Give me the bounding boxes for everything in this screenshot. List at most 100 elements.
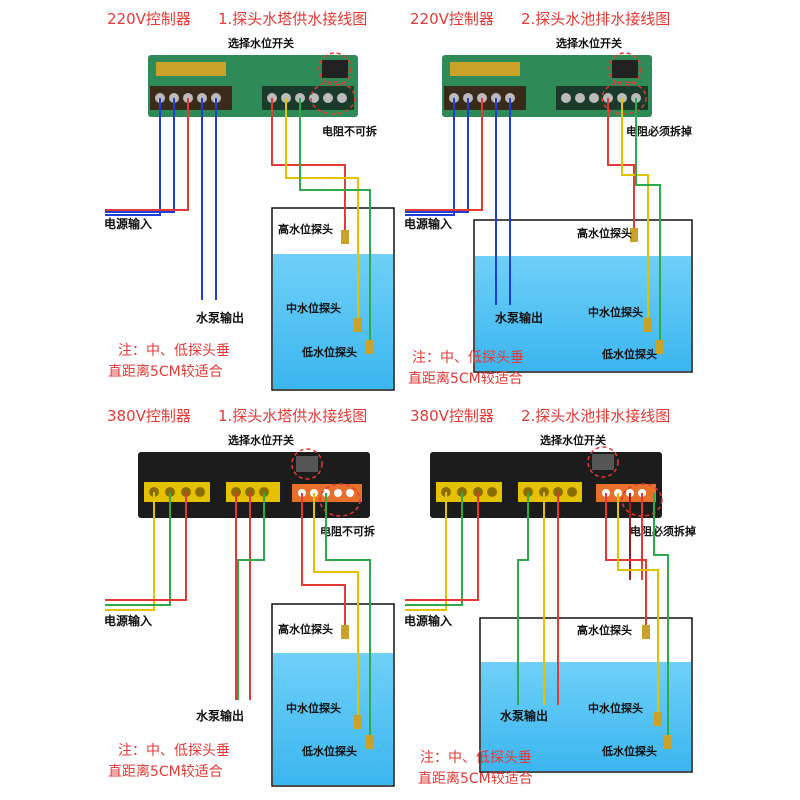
resistor-label: 电阻不可拆 [322,124,377,138]
water-level [273,653,393,785]
note-line-1: 注：中、低探头垂 [412,350,524,366]
high-probe-label: 高水位探头 [577,623,632,637]
high-probe-icon [341,625,349,639]
power-terminal-block [444,86,526,110]
wire-probe-green [299,98,371,340]
high-probe-label: 高水位探头 [278,622,333,636]
level-switch[interactable] [296,456,318,472]
resistor-label: 电阻必须拆掉 [630,524,696,538]
wire-power-green [105,492,171,606]
high-probe-label: 高水位探头 [278,222,333,236]
wire-power-blue-2 [105,98,175,213]
level-switch[interactable] [322,60,348,78]
switch-highlight-circle [318,52,352,86]
board-relay [450,62,520,76]
switch-highlight-circle [587,446,619,478]
resistor-label: 电阻不可拆 [320,524,375,538]
panel-title-controller: 380V控制器 [410,407,494,425]
high-probe-label: 高水位探头 [577,226,632,240]
mid-probe-icon [354,715,362,729]
panel-title-controller: 220V控制器 [410,10,494,28]
switch-label: 选择水位开关 [540,433,606,447]
switch-label: 选择水位开关 [228,433,294,447]
panel-title-diagram: 1.探头水塔供水接线图 [218,407,367,425]
pump-output-label: 水泵输出 [196,708,244,723]
resistor-highlight-circle [319,483,361,517]
wire-power-blue [405,98,455,216]
wire-probe-green [653,493,669,735]
wire-probe-red [301,493,346,625]
low-probe-label: 低水位探头 [301,345,357,359]
high-probe-icon [630,228,638,242]
wire-probe-red [605,493,647,625]
low-probe-icon [366,735,374,749]
low-probe-label: 低水位探头 [601,347,657,361]
mid-probe-icon [354,318,362,332]
note-line-1: 注：中、低探头垂 [420,750,532,766]
note-line-2: 直距离5CM较适合 [108,763,223,780]
pump-terminal-block [226,482,280,502]
note-line-2: 直距离5CM较适合 [418,770,533,787]
resistor-label: 电阻必须拆掉 [626,124,692,138]
mid-probe-icon [644,318,652,332]
wire-probe-green [325,493,371,735]
resistor-highlight-circle [310,81,356,115]
pump-output-label: 水泵输出 [196,310,244,325]
panel-title-diagram: 1.探头水塔供水接线图 [218,10,367,28]
panel-220v-pool: 220V控制器 2.探头水池排水接线图 选择水位开关 电阻必须拆掉 [404,10,693,387]
panel-220v-tower: 220V控制器 1.探头水塔供水接线图 选择水位开关 电阻不可拆 [104,10,395,391]
power-terminal-block [150,86,232,110]
wires [105,98,371,340]
wire-probe-green [635,98,661,340]
wires [105,492,371,735]
pump-output-label: 水泵输出 [495,310,543,325]
mid-probe-label: 中水位探头 [286,301,341,315]
low-probe-icon [366,340,374,354]
switch-highlight-circle [608,52,642,86]
pump-terminal-block [518,482,582,502]
high-probe-icon [642,625,650,639]
water-level [273,254,393,389]
switch-highlight-circle [291,448,323,480]
mid-probe-label: 中水位探头 [588,701,643,715]
panel-title-controller: 380V控制器 [107,407,191,425]
panel-title-diagram: 2.探头水池排水接线图 [521,407,670,425]
resistor-highlight-circle [601,81,647,115]
mid-probe-label: 中水位探头 [588,305,643,319]
wire-power-red [405,492,479,601]
wire-power-yellow [405,492,447,611]
panel-title-diagram: 2.探头水池排水接线图 [521,10,670,28]
power-input-label: 电源输入 [404,613,452,628]
low-probe-icon [656,340,664,354]
board-relay [156,62,226,76]
high-probe-icon [341,230,349,244]
power-input-label: 电源输入 [404,216,452,231]
power-input-label: 电源输入 [104,216,152,231]
switch-label: 选择水位开关 [556,36,622,50]
panel-380v-pool: 380V控制器 2.探头水池排水接线图 选择水位开关 电阻必须拆掉 [404,407,696,787]
low-probe-label: 低水位探头 [601,744,657,758]
wire-power-yellow [105,492,155,611]
wire-power-red [405,98,483,211]
low-probe-icon [664,735,672,749]
panel-title-controller: 220V控制器 [107,10,191,28]
switch-label: 选择水位开关 [228,36,294,50]
low-probe-label: 低水位探头 [301,744,357,758]
level-switch[interactable] [592,454,614,470]
wire-power-red [105,98,189,211]
wire-power-blue [105,98,161,216]
wire-pump-green [237,492,265,700]
pump-output-label: 水泵输出 [500,708,548,723]
probe-terminal-block [262,86,354,110]
wire-probe-red [271,98,346,230]
note-line-2: 直距离5CM较适合 [408,370,523,387]
mid-probe-label: 中水位探头 [286,701,341,715]
wire-probe-yellow [313,493,359,715]
wire-power-green [405,492,463,606]
wire-power-blue-2 [405,98,469,213]
wire-pump-green [517,492,529,705]
note-line-2: 直距离5CM较适合 [108,363,223,380]
wire-probe-yellow [285,98,359,318]
level-switch[interactable] [612,60,638,78]
